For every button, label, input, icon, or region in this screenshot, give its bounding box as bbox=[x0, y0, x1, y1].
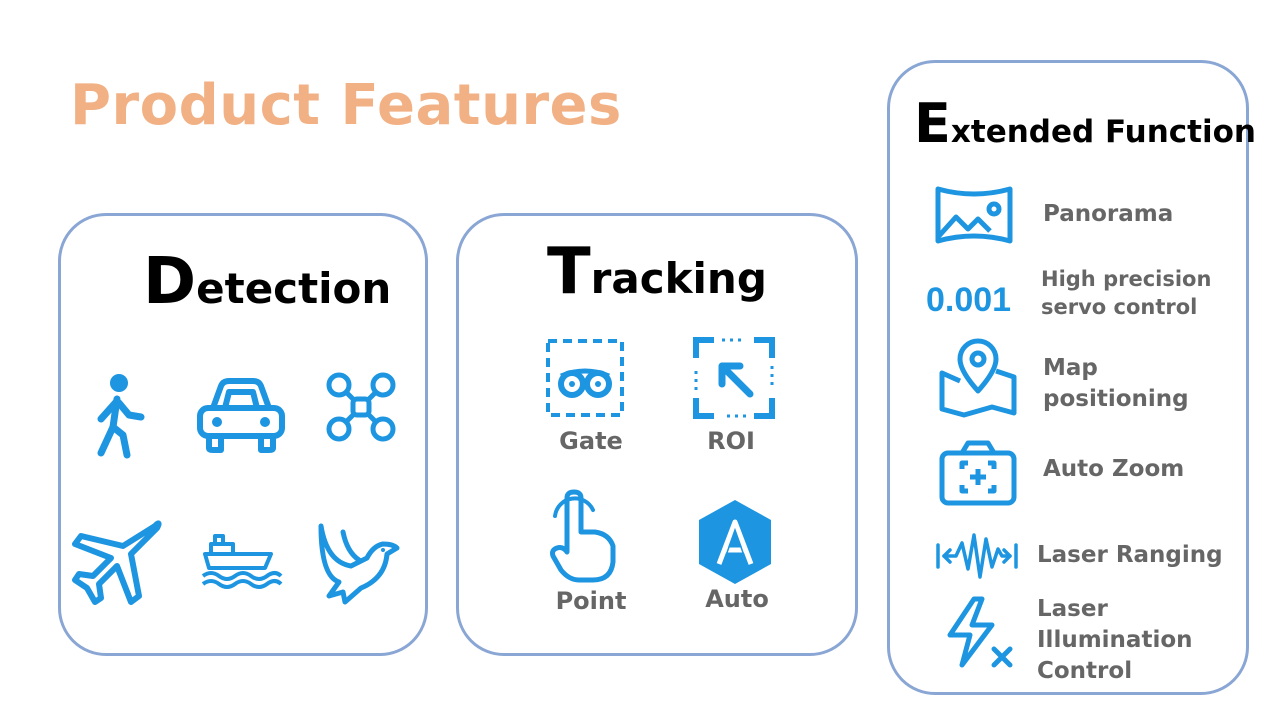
laser-ranging-label: Laser Ranging bbox=[1037, 542, 1223, 568]
extended-title-initial: E bbox=[914, 92, 951, 155]
map-positioning-label: Map positioning bbox=[1043, 355, 1189, 413]
drone-icon bbox=[325, 371, 397, 443]
extended-title-rest: xtended Function bbox=[950, 114, 1256, 150]
pedestrian-icon bbox=[89, 371, 149, 461]
detection-panel: Detection bbox=[58, 213, 428, 656]
laser-illumination-label: Laser Illumination Control bbox=[1037, 596, 1193, 685]
camera-zoom-icon bbox=[938, 439, 1018, 507]
extended-function-title: Extended Function bbox=[914, 97, 1256, 151]
precision-label: High precision servo control bbox=[1041, 267, 1212, 320]
tracking-panel: Tracking Gate ROI Point Au bbox=[456, 213, 858, 656]
laser-wave-icon bbox=[934, 529, 1020, 583]
map-pin-icon bbox=[938, 337, 1018, 418]
tracking-title: Tracking bbox=[547, 240, 767, 304]
precision-icon: 0.001 bbox=[924, 261, 1028, 319]
car-icon bbox=[195, 376, 287, 454]
airplane-icon bbox=[72, 518, 163, 608]
point-label: Point bbox=[555, 587, 627, 615]
auto-hexagon-icon bbox=[695, 498, 775, 586]
ship-icon bbox=[201, 532, 283, 589]
detection-title-initial: D bbox=[143, 245, 197, 319]
roi-icon bbox=[692, 336, 776, 420]
bird-icon bbox=[317, 522, 401, 606]
gate-icon bbox=[545, 338, 625, 418]
detection-title-rest: etection bbox=[196, 264, 392, 313]
tracking-title-initial: T bbox=[547, 235, 591, 309]
panorama-icon bbox=[934, 181, 1014, 249]
extended-function-panel: Extended Function Panorama 0.001 High pr… bbox=[887, 60, 1256, 695]
detection-title: Detection bbox=[143, 250, 391, 314]
roi-label: ROI bbox=[707, 427, 755, 455]
auto-zoom-label: Auto Zoom bbox=[1043, 456, 1185, 482]
page-title: Product Features bbox=[70, 73, 622, 138]
finger-point-icon bbox=[549, 489, 619, 584]
gate-label: Gate bbox=[559, 427, 623, 455]
lightning-off-icon bbox=[942, 595, 1016, 669]
precision-value: 0.001 bbox=[926, 281, 1011, 319]
panorama-label: Panorama bbox=[1043, 201, 1174, 227]
tracking-title-rest: racking bbox=[590, 254, 767, 303]
auto-label: Auto bbox=[705, 585, 769, 613]
